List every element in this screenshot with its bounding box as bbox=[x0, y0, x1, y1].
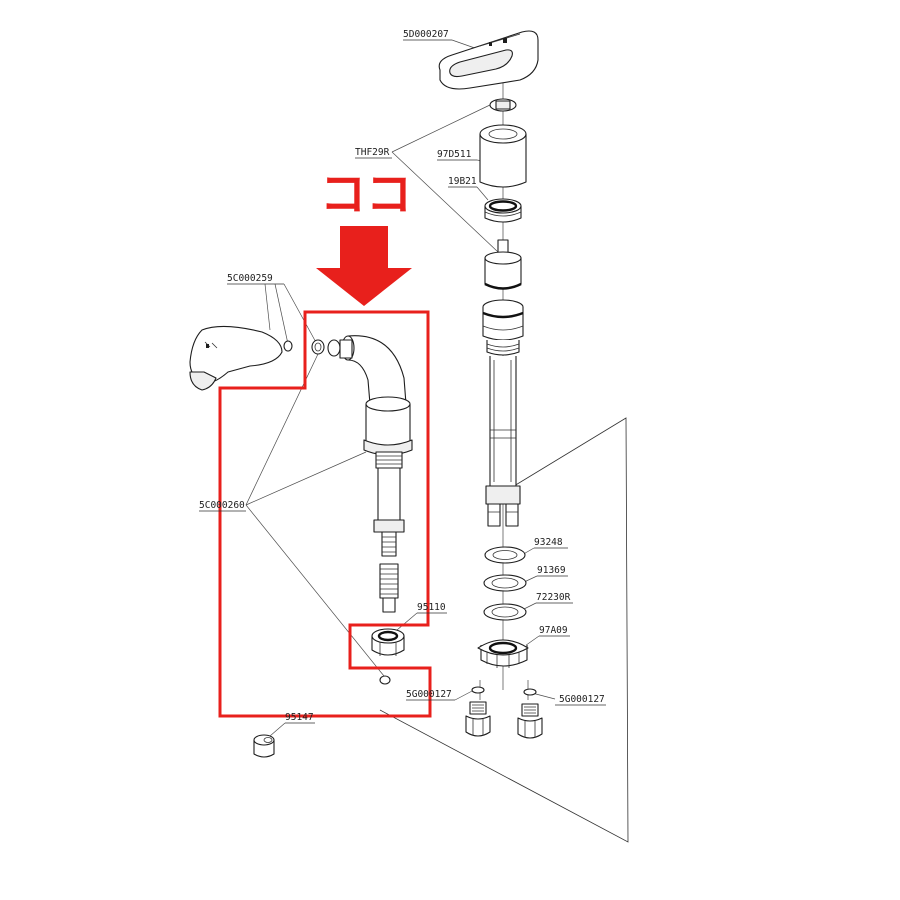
part-label-5g000127-left: 5G000127 bbox=[406, 689, 452, 700]
fixing-nut-part bbox=[477, 639, 529, 668]
spout-nut-part bbox=[371, 628, 405, 656]
nut-part bbox=[484, 198, 522, 223]
hose-fitting-left-part bbox=[465, 686, 491, 737]
cartridge-part bbox=[484, 239, 522, 290]
down-arrow-icon bbox=[316, 226, 412, 306]
part-label-97a09: 97A09 bbox=[539, 625, 568, 636]
part-label-5d000207: 5D000207 bbox=[403, 29, 449, 40]
part-label-5c000260: 5C000260 bbox=[199, 500, 245, 511]
part-label-95110: 95110 bbox=[417, 602, 446, 613]
shower-head-part bbox=[189, 325, 283, 391]
part-label-72230r: 72230R bbox=[536, 592, 571, 603]
hose-centerlines bbox=[479, 680, 529, 700]
pullout-spout-part bbox=[339, 335, 413, 613]
part-label-93248: 93248 bbox=[534, 537, 563, 548]
part-label-95147: 95147 bbox=[285, 712, 314, 723]
part-label-thf29r: THF29R bbox=[355, 147, 390, 158]
perspective-frame bbox=[379, 417, 629, 843]
hose-weight-part bbox=[253, 734, 275, 758]
callout-label: ココ bbox=[320, 167, 412, 221]
part-label-97d511: 97D511 bbox=[437, 149, 472, 160]
spout-ring-part bbox=[379, 675, 391, 685]
part-label-5c000259: 5C000259 bbox=[227, 273, 273, 284]
cover-part bbox=[479, 124, 527, 188]
part-labels: 5D000207 THF29R 97D511 19B21 5C000259 5C… bbox=[199, 29, 606, 724]
part-label-5g000127-right: 5G000127 bbox=[559, 694, 605, 705]
washer-parts bbox=[483, 546, 527, 621]
faucet-body-part bbox=[482, 299, 524, 527]
shower-rings-part bbox=[283, 339, 341, 357]
part-label-91369: 91369 bbox=[537, 565, 566, 576]
highlight-box bbox=[218, 310, 432, 718]
lever-handle-part bbox=[438, 30, 539, 90]
handle-adapter-part bbox=[489, 98, 517, 112]
part-label-19b21: 19B21 bbox=[448, 176, 477, 187]
hose-fitting-right-part bbox=[517, 688, 543, 739]
